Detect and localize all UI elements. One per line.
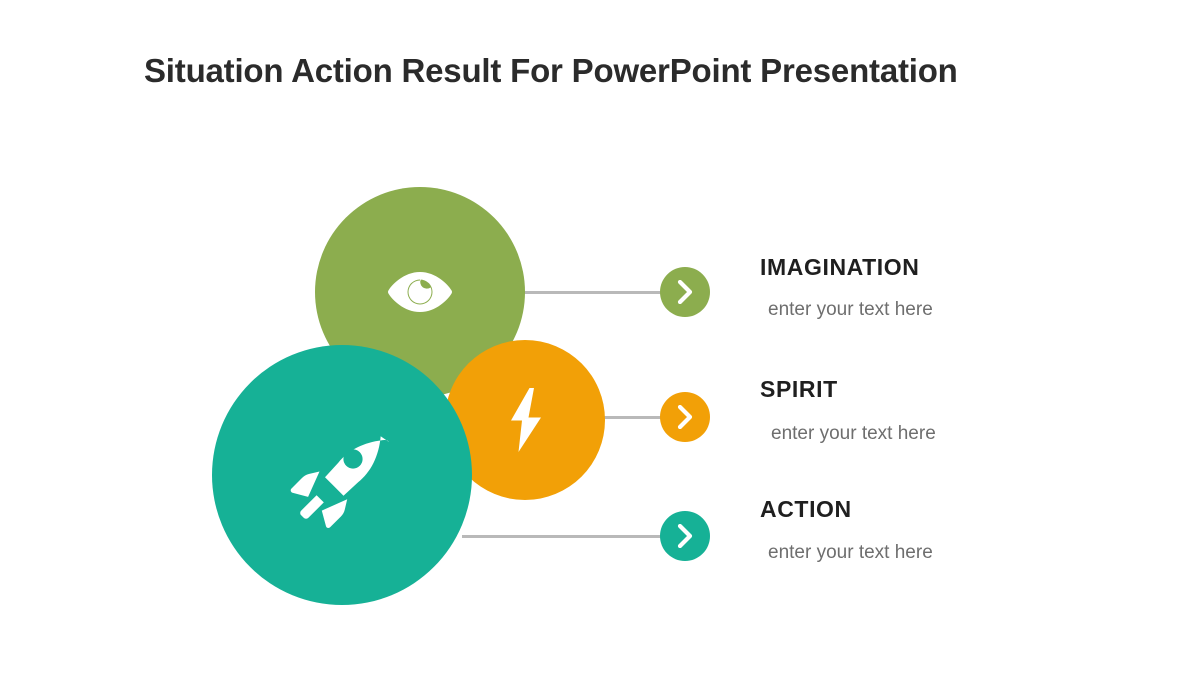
badge-action[interactable]	[660, 511, 710, 561]
badge-spirit[interactable]	[660, 392, 710, 442]
lightning-bolt-icon	[503, 387, 547, 453]
item-heading-spirit: SPIRIT	[760, 376, 838, 402]
item-heading-action: ACTION	[760, 496, 852, 522]
connector-line-imagination	[505, 291, 685, 294]
page-title: Situation Action Result For PowerPoint P…	[144, 52, 958, 89]
item-body-imagination: enter your text here	[768, 299, 933, 320]
chevron-right-icon	[676, 524, 694, 548]
chevron-right-icon	[676, 405, 694, 429]
chevron-right-icon	[676, 280, 694, 304]
connector-line-action	[462, 535, 685, 538]
badge-imagination[interactable]	[660, 267, 710, 317]
circle-action[interactable]	[212, 345, 472, 605]
rocket-icon	[286, 429, 390, 533]
item-body-spirit: enter your text here	[771, 423, 936, 444]
eye-icon	[387, 270, 453, 314]
item-heading-imagination: IMAGINATION	[760, 254, 920, 280]
connector-line-spirit	[600, 416, 685, 419]
item-body-action: enter your text here	[768, 542, 933, 563]
